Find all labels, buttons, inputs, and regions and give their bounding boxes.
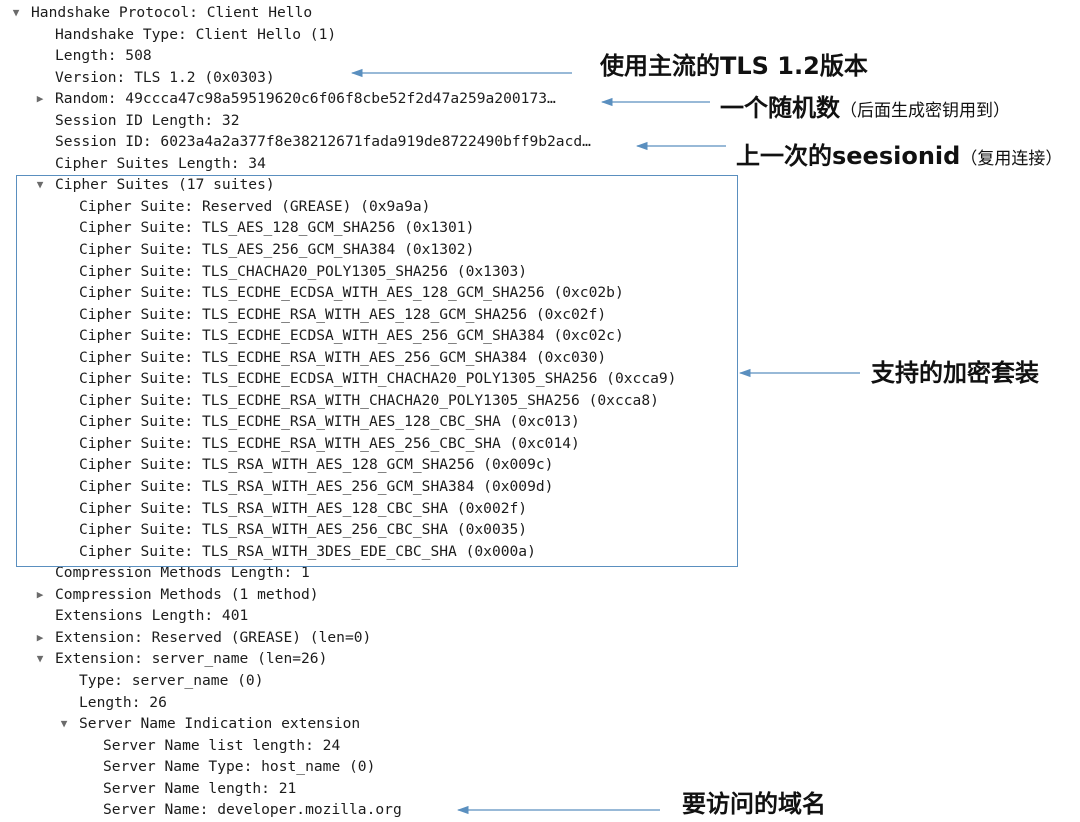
tree-row[interactable]: Cipher Suite: TLS_ECDHE_RSA_WITH_AES_256… [0, 347, 760, 369]
tree-row[interactable]: ▼ Extension: server_name (len=26) [0, 648, 760, 670]
tree-row[interactable]: Session ID Length: 32 [0, 110, 760, 132]
expand-triangle-down-icon[interactable]: ▼ [60, 717, 68, 731]
tree-row[interactable]: Cipher Suite: TLS_ECDHE_ECDSA_WITH_CHACH… [0, 368, 760, 390]
tree-row-label: Cipher Suite: TLS_RSA_WITH_3DES_EDE_CBC_… [79, 542, 536, 560]
expand-triangle-right-icon[interactable]: ▶ [36, 92, 44, 106]
tree-row-label: Cipher Suite: TLS_ECDHE_RSA_WITH_AES_256… [79, 434, 580, 452]
tree-row[interactable]: Cipher Suite: TLS_ECDHE_RSA_WITH_AES_256… [0, 433, 760, 455]
expand-triangle-down-icon[interactable]: ▼ [12, 6, 20, 19]
tree-row[interactable]: Type: server_name (0) [0, 670, 760, 692]
tree-row-label: Server Name list length: 24 [103, 736, 341, 754]
tree-row[interactable]: Cipher Suite: TLS_ECDHE_ECDSA_WITH_AES_2… [0, 325, 760, 347]
tree-row-label: Session ID: 6023a4a2a377f8e38212671fada9… [55, 133, 591, 151]
tree-row-label: Cipher Suite: TLS_ECDHE_RSA_WITH_CHACHA2… [79, 391, 659, 409]
tree-row-label: Cipher Suite: TLS_ECDHE_ECDSA_WITH_AES_2… [79, 327, 624, 345]
tree-row-label: Version: TLS 1.2 (0x0303) [55, 68, 275, 86]
tree-row[interactable]: Cipher Suite: Reserved (GREASE) (0x9a9a) [0, 196, 760, 218]
tree-row[interactable]: Server Name length: 21 [0, 778, 760, 800]
tree-row-label: Cipher Suite: TLS_RSA_WITH_AES_256_GCM_S… [79, 478, 554, 496]
tree-row[interactable]: Version: TLS 1.2 (0x0303) [0, 67, 760, 89]
tree-row-label: Extension: Reserved (GREASE) (len=0) [55, 628, 372, 646]
annotation-random-note: （后面生成密钥用到） [840, 101, 1010, 121]
tree-row-label: Cipher Suite: TLS_ECDHE_ECDSA_WITH_AES_1… [79, 284, 624, 302]
tree-row-label: Compression Methods Length: 1 [55, 564, 310, 582]
tree-row[interactable]: ▶ Compression Methods (1 method) [0, 584, 760, 606]
annotation-server-name: 要访问的域名 [682, 789, 826, 819]
tree-row[interactable]: Cipher Suite: TLS_ECDHE_RSA_WITH_AES_128… [0, 304, 760, 326]
tree-row-label: Compression Methods (1 method) [55, 585, 319, 603]
tree-row[interactable]: Cipher Suite: TLS_RSA_WITH_AES_128_CBC_S… [0, 498, 760, 520]
tree-row-label: Extensions Length: 401 [55, 607, 249, 625]
expand-triangle-right-icon[interactable]: ▶ [36, 587, 44, 601]
tree-row-label: Cipher Suite: TLS_ECDHE_RSA_WITH_AES_128… [79, 413, 580, 431]
tree-row-label: Handshake Type: Client Hello (1) [55, 25, 337, 43]
tree-row-label: Server Name length: 21 [103, 779, 297, 797]
annotation-cipher-suites: 支持的加密套装 [871, 358, 1039, 388]
tree-row[interactable]: ▼ Cipher Suites (17 suites) [0, 174, 760, 196]
tree-row-label: Length: 508 [55, 47, 152, 65]
annotation-random: 一个随机数（后面生成密钥用到） [720, 93, 1010, 126]
tree-row[interactable]: ▶ Random: 49ccca47c98a59519620c6f06f8cbe5… [0, 88, 760, 110]
tree-row[interactable]: Extensions Length: 401 [0, 605, 760, 627]
tree-row[interactable]: Cipher Suite: TLS_ECDHE_ECDSA_WITH_AES_1… [0, 282, 760, 304]
tree-row[interactable]: ▶ Extension: Reserved (GREASE) (len=0) [0, 627, 760, 649]
tree-row[interactable]: Session ID: 6023a4a2a377f8e38212671fada9… [0, 131, 760, 153]
annotation-session-note: （复用连接） [960, 149, 1063, 169]
tree-row-label: Cipher Suite: TLS_AES_256_GCM_SHA384 (0x… [79, 241, 475, 259]
tree-row[interactable]: Cipher Suite: TLS_RSA_WITH_3DES_EDE_CBC_… [0, 541, 760, 563]
tree-row[interactable]: Cipher Suite: TLS_ECDHE_RSA_WITH_AES_128… [0, 411, 760, 433]
annotation-cipher-main: 支持的加密套装 [871, 359, 1039, 387]
tree-row-label: Cipher Suite: TLS_RSA_WITH_AES_128_GCM_S… [79, 456, 554, 474]
tree-row[interactable]: Cipher Suites Length: 34 [0, 153, 760, 175]
cipher-suites-highlight-box [16, 175, 738, 567]
tree-row-label: Cipher Suite: Reserved (GREASE) (0x9a9a) [79, 197, 431, 215]
annotation-version: 使用主流的TLS 1.2版本 [600, 51, 868, 81]
tree-row[interactable]: Cipher Suite: TLS_CHACHA20_POLY1305_SHA2… [0, 261, 760, 283]
tree-row-label: Cipher Suites (17 suites) [55, 176, 275, 194]
annotation-version-main: 使用主流的TLS 1.2版本 [600, 52, 868, 80]
tree-row[interactable]: Cipher Suite: TLS_ECDHE_RSA_WITH_CHACHA2… [0, 390, 760, 412]
tree-row[interactable]: Server Name list length: 24 [0, 735, 760, 757]
expand-triangle-right-icon[interactable]: ▶ [36, 630, 44, 644]
tree-row[interactable]: Compression Methods Length: 1 [0, 562, 760, 584]
tree-row[interactable]: ▼ Handshake Protocol: Client Hello [0, 2, 760, 24]
annotation-session-id: 上一次的seesionid（复用连接） [736, 141, 1062, 174]
tree-row[interactable]: Cipher Suite: TLS_RSA_WITH_AES_128_GCM_S… [0, 454, 760, 476]
tree-row-label: Cipher Suite: TLS_CHACHA20_POLY1305_SHA2… [79, 262, 528, 280]
annotation-server-name-main: 要访问的域名 [682, 790, 826, 818]
tree-row-label: Random: 49ccca47c98a59519620c6f06f8cbe52… [55, 90, 556, 108]
tree-row-label: Server Name Indication extension [79, 715, 361, 733]
tree-row-label: Server Name: developer.mozilla.org [103, 801, 402, 819]
tree-row-label: Cipher Suite: TLS_ECDHE_RSA_WITH_AES_128… [79, 305, 607, 323]
tree-row-label: Session ID Length: 32 [55, 111, 240, 129]
tree-row-label: Cipher Suite: TLS_RSA_WITH_AES_256_CBC_S… [79, 521, 528, 539]
tree-row-label: Type: server_name (0) [79, 671, 264, 689]
annotation-random-main: 一个随机数 [720, 94, 840, 122]
tree-row[interactable]: Server Name: developer.mozilla.org [0, 799, 760, 821]
tree-row[interactable]: Handshake Type: Client Hello (1) [0, 24, 760, 46]
tree-row[interactable]: Length: 26 [0, 692, 760, 714]
tree-row[interactable]: Cipher Suite: TLS_AES_128_GCM_SHA256 (0x… [0, 217, 760, 239]
tree-row-label: Cipher Suite: TLS_AES_128_GCM_SHA256 (0x… [79, 219, 475, 237]
tree-row[interactable]: Cipher Suite: TLS_RSA_WITH_AES_256_GCM_S… [0, 476, 760, 498]
tree-row-label: Cipher Suite: TLS_ECDHE_RSA_WITH_AES_256… [79, 348, 607, 366]
tree-row-label: Cipher Suite: TLS_ECDHE_ECDSA_WITH_CHACH… [79, 370, 677, 388]
tree-row-label: Length: 26 [79, 693, 167, 711]
tree-row-label: Cipher Suite: TLS_RSA_WITH_AES_128_CBC_S… [79, 499, 528, 517]
tree-row[interactable]: Cipher Suite: TLS_RSA_WITH_AES_256_CBC_S… [0, 519, 760, 541]
tree-row-label: Handshake Protocol: Client Hello [31, 4, 313, 21]
annotation-session-main: 上一次的seesionid [736, 142, 961, 170]
tree-row-label: Cipher Suites Length: 34 [55, 154, 266, 172]
tree-row[interactable]: ▼ Server Name Indication extension [0, 713, 760, 735]
tree-row[interactable]: Length: 508 [0, 45, 760, 67]
expand-triangle-down-icon[interactable]: ▼ [36, 178, 44, 192]
tree-row[interactable]: Server Name Type: host_name (0) [0, 756, 760, 778]
tree-row-label: Server Name Type: host_name (0) [103, 758, 376, 776]
tree-row[interactable]: Cipher Suite: TLS_AES_256_GCM_SHA384 (0x… [0, 239, 760, 261]
expand-triangle-down-icon[interactable]: ▼ [36, 652, 44, 666]
tree-row-label: Extension: server_name (len=26) [55, 650, 328, 668]
